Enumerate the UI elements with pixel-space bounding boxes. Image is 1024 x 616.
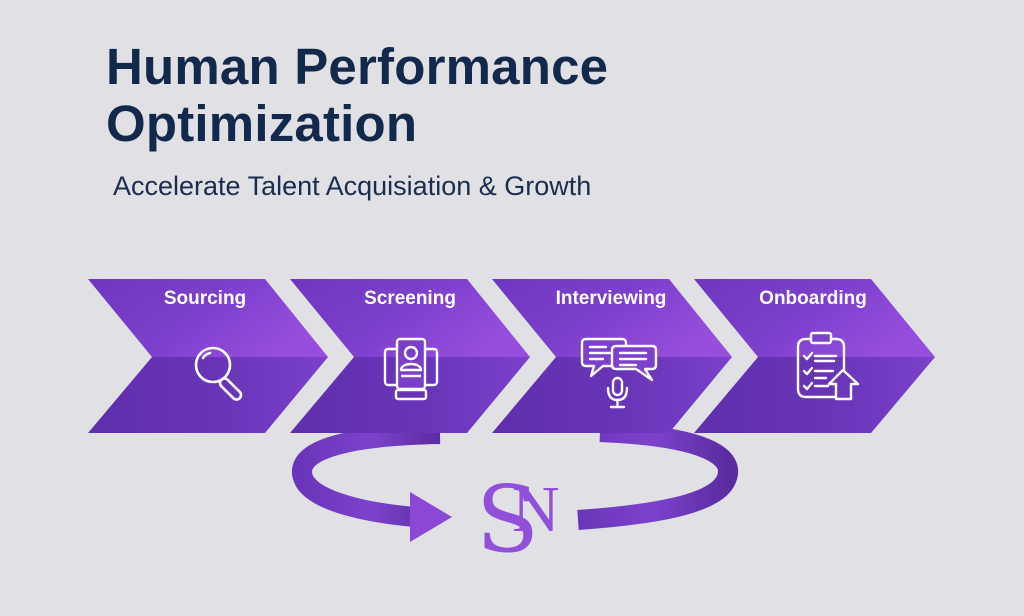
- step-label-sourcing: Sourcing: [163, 288, 247, 309]
- page-title: Human Performance Optimization: [106, 38, 608, 152]
- title-line-1: Human Performance: [106, 38, 609, 95]
- chat-microphone-icon: [580, 337, 658, 409]
- logo-letter-s: S: [476, 466, 539, 573]
- checklist-clipboard-icon: [796, 331, 860, 401]
- candidate-profile-icon: [383, 337, 439, 401]
- step-label-onboarding: Onboarding: [759, 288, 867, 309]
- logo-letter-n: N: [512, 473, 560, 546]
- circular-arrow-icon: [292, 422, 738, 542]
- page-subtitle: Accelerate Talent Acquisiation & Growth: [113, 171, 592, 201]
- title-line-2: Optimization: [106, 95, 418, 152]
- step-label-interviewing: Interviewing: [555, 288, 667, 309]
- step-label-screening: Screening: [364, 288, 456, 309]
- sn-logo: S N: [476, 466, 560, 573]
- magnifying-glass-icon: [194, 346, 243, 401]
